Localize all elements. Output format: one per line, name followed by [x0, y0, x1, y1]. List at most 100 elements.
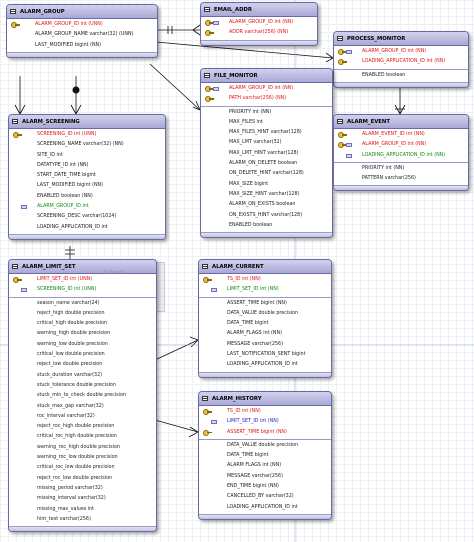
column-row[interactable]: MAX_LMT varchar(32) [201, 138, 332, 148]
column-row[interactable]: TS_ID int (NN) [199, 275, 331, 285]
column-row[interactable]: END_TIME bigint (NN) [199, 482, 331, 492]
column-row[interactable]: critical_high double precision [9, 319, 156, 329]
column-row[interactable]: ALARM FLAGS int (NN) [199, 461, 331, 471]
column-row[interactable]: critical_low double precision [9, 350, 156, 360]
column-row[interactable]: LAST_MODIFIED bigint (NN) [9, 181, 165, 191]
table-header[interactable]: PROCESS_MONITOR [334, 32, 468, 46]
column-row[interactable]: MAX_FILES int [201, 118, 332, 128]
column-row[interactable]: DATATYPE_ID int (NN) [9, 161, 165, 171]
column-row[interactable]: LOADING_APPLICATION_ID int [9, 223, 165, 233]
column-row[interactable]: LOADING_APPLICATION_ID int (NN) [334, 151, 468, 161]
column-row[interactable]: ADDR varchar(256) (NN) [201, 28, 317, 38]
column-row[interactable]: LAST_MODIFIED bigint (NN) [7, 41, 157, 51]
column-row[interactable]: MAX_LMT_HINT varchar(128) [201, 149, 332, 159]
column-row[interactable]: ALARM_GROUP_ID int (NN) [201, 18, 317, 28]
column-row[interactable]: reject_low double precision [9, 360, 156, 370]
column-row[interactable]: ON_EXISTS_HINT varchar(128) [201, 211, 332, 221]
column-label: ALARM_GROUP_ID int (NN) [229, 20, 294, 25]
column-row[interactable]: ALARM_GROUP_ID int (NN) [201, 84, 332, 94]
column-row[interactable]: ALARM_GROUP_ID int (NN) [334, 47, 468, 57]
column-row[interactable]: critical_roc_low double precision [9, 463, 156, 473]
table-email-addr[interactable]: EMAIL_ADDR ALARM_GROUP_ID int (NN) ADDR va… [200, 2, 318, 46]
column-row[interactable]: MAX_FILES_HINT varchar(128) [201, 128, 332, 138]
column-row[interactable]: hint_text varchar(256) [9, 515, 156, 525]
column-row[interactable]: missing_period varchar(32) [9, 484, 156, 494]
column-row[interactable]: reject_high double precision [9, 309, 156, 319]
column-row[interactable]: reject_roc_high double precision [9, 422, 156, 432]
column-row[interactable]: stuck_duration varchar(32) [9, 371, 156, 381]
column-row[interactable]: START_DATE_TIME bigint [9, 171, 165, 181]
column-row[interactable]: warning_roc_high double precision [9, 443, 156, 453]
column-row[interactable]: DATA_TIME bigint [199, 451, 331, 461]
table-header[interactable]: ALARM_LIMIT_SET [9, 260, 156, 274]
column-row[interactable]: ALARM_FLAGS int (NN) [199, 329, 331, 339]
table-header[interactable]: ALARM_EVENT [334, 115, 468, 129]
column-row[interactable]: LOADING_APPLICATION_ID int (NN) [334, 57, 468, 67]
column-row[interactable]: ASSERT_TIME bigint (NN) [199, 299, 331, 309]
table-header[interactable]: ALARM_HISTORY [199, 392, 331, 406]
column-row[interactable]: DATA_VALUE double precision [199, 309, 331, 319]
column-row[interactable]: critical_roc_high double precision [9, 432, 156, 442]
column-row[interactable]: SCREENING_NAME varchar(32) (NN) [9, 140, 165, 150]
column-row[interactable]: SCREENING_ID int (UNN) [9, 130, 165, 140]
column-row[interactable]: LIMIT_SET_ID int (NN) [199, 285, 331, 295]
column-row[interactable]: PRIORITY int (NN) [201, 108, 332, 118]
column-row[interactable]: missing_max_values int [9, 505, 156, 515]
column-row[interactable]: LOADING_APPLICATION_ID int [199, 503, 331, 513]
column-row[interactable]: ALARM_GROUP_ID int [9, 202, 165, 212]
table-footer [199, 513, 331, 519]
column-row[interactable]: ENABLED boolean [201, 221, 332, 231]
column-row[interactable]: stuck_tolerance double precision [9, 381, 156, 391]
column-row[interactable]: missing_interval varchar(32) [9, 494, 156, 504]
column-row[interactable]: TS_ID int (NN) [199, 407, 331, 417]
column-row[interactable]: ALARM_GROUP_ID int (NN) [334, 140, 468, 150]
column-row[interactable]: CANCELLED_BY varchar(32) [199, 492, 331, 502]
column-row[interactable]: ALARM_ON_DELETE boolean [201, 159, 332, 169]
column-row[interactable]: SCREENING_ID int (UNN) [9, 285, 156, 295]
column-row[interactable]: MESSAGE varchar(256) [199, 340, 331, 350]
column-row[interactable]: stuck_max_gap varchar(32) [9, 402, 156, 412]
column-row[interactable]: ALARM_GROUP_ID int (UNN) [7, 20, 157, 30]
column-row[interactable]: LIMIT_SET_ID int (NN) [199, 417, 331, 427]
column-row[interactable]: warning_low double precision [9, 340, 156, 350]
column-row[interactable]: DATA_VALUE double precision [199, 441, 331, 451]
column-row[interactable]: LAST_NOTIFICATION_SENT bigint [199, 350, 331, 360]
table-header[interactable]: EMAIL_ADDR [201, 3, 317, 17]
column-row[interactable]: MAX_SIZE_HINT varchar(128) [201, 190, 332, 200]
column-row[interactable]: LOADING_APPLICATION_ID int [199, 360, 331, 370]
column-row[interactable]: ALARM_ON_EXISTS boolean [201, 200, 332, 210]
column-row[interactable]: MAX_SIZE bigint [201, 180, 332, 190]
column-row[interactable]: DATA_TIME bigint [199, 319, 331, 329]
column-row[interactable]: stuck_min_to_check double precision [9, 391, 156, 401]
column-row[interactable]: PATTERN varchar(256) [334, 174, 468, 184]
column-row[interactable]: roc_interval varchar(32) [9, 412, 156, 422]
table-header[interactable]: ALARM_CURRENT [199, 260, 331, 274]
column-row[interactable]: ASSERT_TIME bigint (NN) [199, 428, 331, 438]
column-row[interactable]: warning_high double precision [9, 329, 156, 339]
column-row[interactable]: MESSAGE varchar(256) [199, 472, 331, 482]
table-header[interactable]: FILE_MONITOR [201, 69, 332, 83]
column-row[interactable]: LIMIT_SET_ID int (UNN) [9, 275, 156, 285]
table-header[interactable]: ALARM_SCREENING [9, 115, 165, 129]
column-row[interactable]: SCREENING_DESC varchar(1024) [9, 212, 165, 222]
column-row[interactable]: ENABLED boolean (NN) [9, 192, 165, 202]
column-row[interactable]: PRIORITY int (NN) [334, 164, 468, 174]
column-row[interactable]: ALARM_EVENT_ID int (NN) [334, 130, 468, 140]
column-row[interactable]: season_name varchar(24) [9, 299, 156, 309]
column-row[interactable]: ENABLED boolean [334, 71, 468, 81]
column-row[interactable]: ALARM_GROUP_NAME varchar(32) (UNN) [7, 30, 157, 40]
column-row[interactable]: warning_roc_low double precision [9, 453, 156, 463]
column-row[interactable]: PATH varchar(256) (NN) [201, 94, 332, 104]
column-row[interactable]: ON_DELETE_HINT varchar(128) [201, 169, 332, 179]
column-row[interactable]: SITE_ID int [9, 151, 165, 161]
table-header[interactable]: ALARM_GROUP [7, 5, 157, 19]
column-row[interactable]: reject_roc_low double precision [9, 474, 156, 484]
